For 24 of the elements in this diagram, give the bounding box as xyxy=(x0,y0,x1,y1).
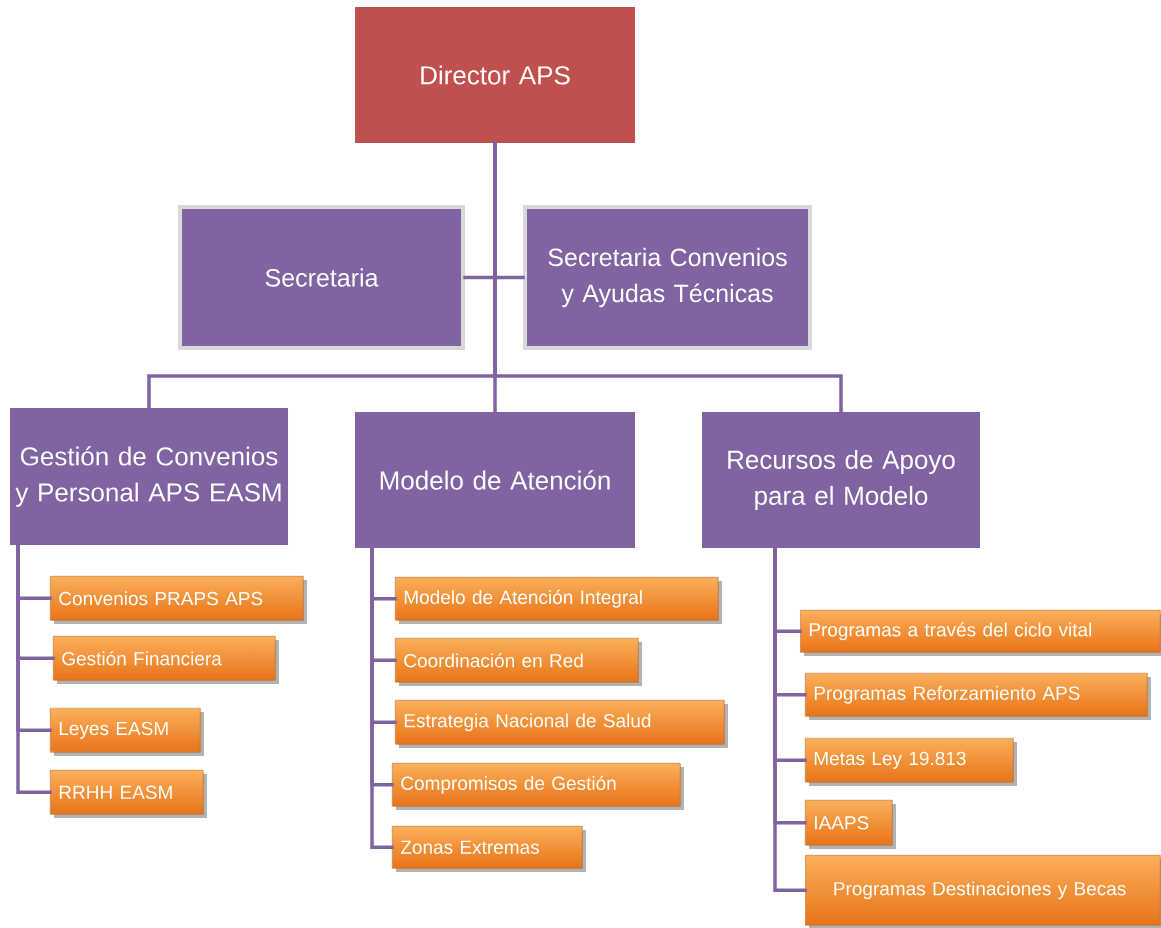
connector-line xyxy=(773,546,807,893)
department-box: Recursos de Apoyo para el Modelo xyxy=(702,412,980,548)
unit-box: Gestión Financiera xyxy=(53,636,279,684)
department-box: Gestión de Convenios y Personal APS EASM xyxy=(10,408,288,545)
department-box: Modelo de Atención xyxy=(355,412,635,548)
connector-line xyxy=(493,141,843,414)
unit-box: Programas Destinaciones y Becas xyxy=(805,855,1161,928)
unit-box: IAAPS xyxy=(805,800,896,849)
secretary-box: Secretaria Convenios y Ayudas Técnicas xyxy=(523,205,812,350)
director-box: Director APS xyxy=(355,7,635,143)
unit-box: Leyes EASM xyxy=(50,708,204,756)
connector-line xyxy=(16,543,52,795)
unit-box: Convenios PRAPS APS xyxy=(50,576,307,624)
connector-line xyxy=(370,546,394,850)
unit-box: Programas a través del ciclo vital xyxy=(800,610,1161,656)
unit-box: Programas Reforzamiento APS xyxy=(805,673,1151,720)
unit-box: Estrategia Nacional de Salud xyxy=(395,700,728,748)
unit-box: RRHH EASM xyxy=(50,770,207,818)
unit-box: Metas Ley 19.813 xyxy=(805,738,1017,786)
unit-box: Compromisos de Gestión xyxy=(392,763,684,810)
secretary-box: Secretaria xyxy=(178,205,465,350)
unit-box: Zonas Extremas xyxy=(392,826,586,872)
unit-box: Coordinación en Red xyxy=(395,638,642,686)
unit-box: Modelo de Atención Integral xyxy=(395,577,722,624)
